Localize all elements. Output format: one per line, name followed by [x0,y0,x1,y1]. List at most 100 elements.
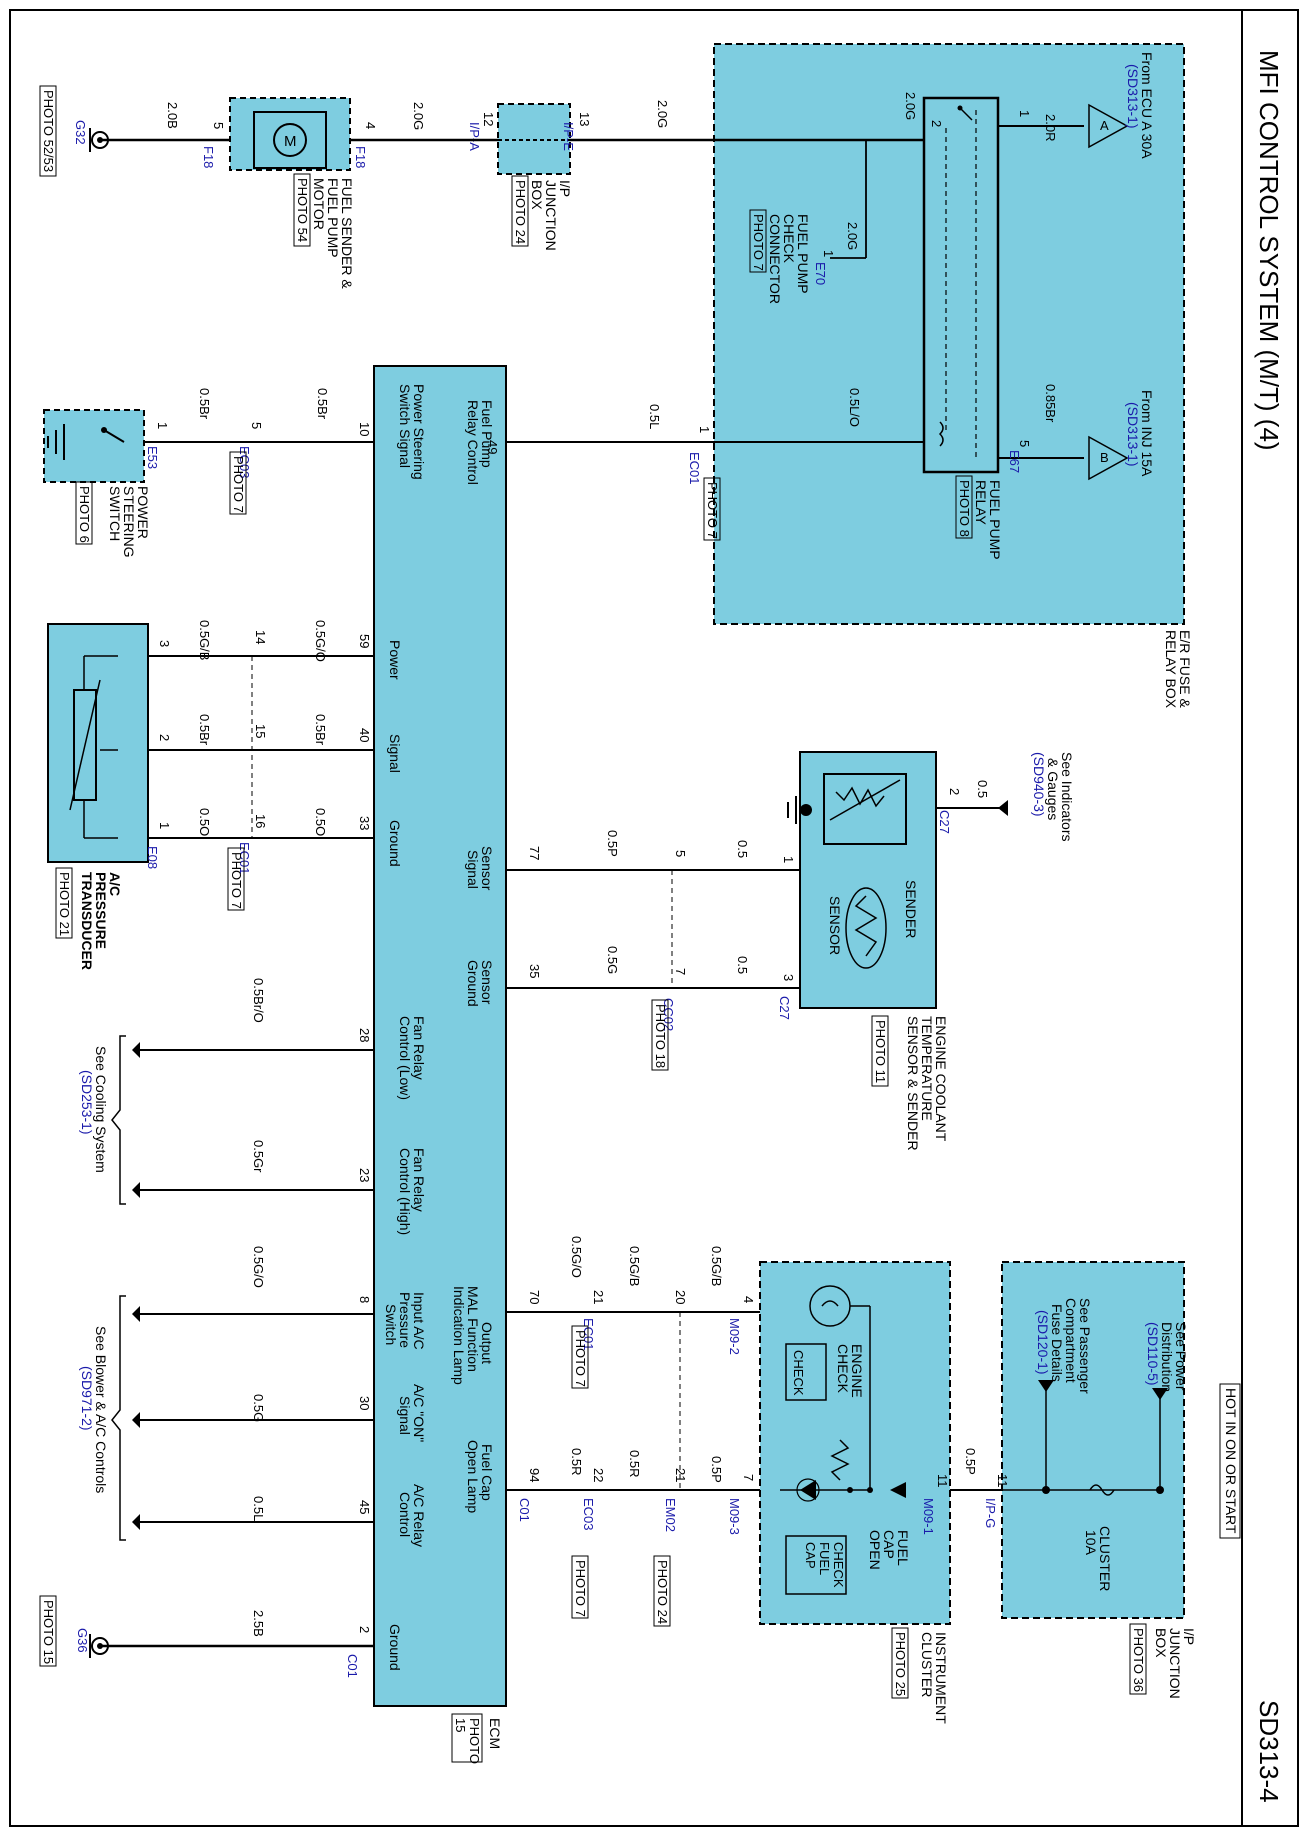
wire-label: 0.5P [709,1456,724,1483]
fuel-cap-led-icon [800,1480,816,1500]
pin-label: 5 [673,850,688,857]
em02-photo: PHOTO 24 [653,1555,671,1627]
pin-label: 77 [527,846,542,860]
svg-text:Ground: Ground [387,1624,403,1671]
svg-text:FUEL PUMP: FUEL PUMP [795,214,811,294]
ecm-label-59: Power [387,640,403,680]
pin-label: 1 [155,422,170,429]
wire-label: 0.5L/O [847,388,862,427]
svg-text:PHOTO 21: PHOTO 21 [57,872,72,936]
svg-text:STEERING: STEERING [121,486,137,558]
check-icon-text: CHECK [791,1350,806,1396]
ip-junction-bottom-photo: PHOTO 36 [1129,1623,1147,1695]
wire-label: 0.5 [975,780,990,798]
svg-text:Power Steering: Power Steering [411,384,427,480]
pin-label: 30 [357,1396,372,1410]
cooling-brace [111,1035,126,1205]
fuel-motor-label: FUEL SENDER & FUEL PUMP MOTOR PHOTO 54 [293,173,355,289]
svg-text:Switch Signal: Switch Signal [397,384,413,468]
ecm-label-49: Fuel Pump Relay Control [465,400,495,485]
pin-label: 7 [741,1474,756,1481]
svg-text:ENGINE: ENGINE [849,1344,865,1398]
wire-label: 0.5P [963,1448,978,1475]
coolant-photo: PHOTO 11 [871,1015,889,1087]
svg-text:(SD313-1): (SD313-1) [1125,402,1141,467]
diode-icon [890,1482,906,1498]
pin-label: 1 [697,426,712,433]
svg-text:PHOTO 11: PHOTO 11 [873,1020,888,1083]
svg-text:& Gauges: & Gauges [1045,758,1061,820]
cc02-photo: PHOTO 18 [651,999,669,1071]
svg-text:I/P: I/P [557,180,573,197]
pin-label: 10 [357,422,372,436]
svg-text:Sensor: Sensor [479,960,495,1005]
svg-text:PHOTO: PHOTO [467,1718,482,1764]
pin-label: 1 [781,856,796,863]
ecm-label-70: Output MAL Function Indication Lamp [451,1286,495,1385]
pin-label: 3 [781,974,796,981]
svg-text:CLUSTER: CLUSTER [919,1632,935,1697]
wire-label: 0.5Br [315,388,330,420]
ground-g32-label: G32 [73,120,88,145]
svg-text:Signal: Signal [397,1396,413,1435]
svg-text:10A: 10A [1083,1530,1099,1556]
transducer-icon [73,689,97,801]
svg-text:CAP: CAP [881,1530,897,1559]
wire-label: 2.0B [165,102,180,129]
wire-label: 0.5R [569,1448,584,1475]
svg-text:PHOTO 7: PHOTO 7 [231,456,246,513]
conn-label: M09-3 [727,1498,742,1535]
engine-check-label: ENGINE CHECK [835,1344,865,1398]
svg-text:CONNECTOR: CONNECTOR [767,214,783,304]
svg-text:Indication Lamp: Indication Lamp [451,1286,467,1385]
conn-label: EC03 [237,446,252,479]
pin-label: 1 [821,250,836,257]
wire-label: 0.5P [605,830,620,857]
pin-label: 70 [527,1290,542,1304]
svg-text:Fan Relay: Fan Relay [411,1148,427,1212]
sender-icon [823,773,907,845]
wire-label: 0.5G/O [313,620,328,662]
wire-label: 0.5G/B [197,620,212,660]
pin-label: 4 [363,122,378,129]
wire-label: 2.5B [251,1610,266,1637]
source-a-label: From ECU A 30A (SD313-1) [1125,52,1155,159]
svg-text:PHOTO 7: PHOTO 7 [229,852,244,909]
ground-icon [91,1637,109,1655]
svg-text:SENSOR: SENSOR [827,896,843,955]
passenger-fuse-ref: See Passenger Compartment Fuse Details (… [1035,1298,1093,1394]
pin-label: 2 [929,120,944,127]
fuel-pump-relay-label: FUEL PUMP RELAY PHOTO 8 [955,475,1003,560]
cluster-label: INSTRUMENT CLUSTER [919,1632,949,1724]
svg-text:Control: Control [397,1492,413,1537]
source-b-letter: B [1100,450,1109,465]
pin-label: 4 [741,1296,756,1303]
ecm-label-94: Fuel Cap Open Lamp [465,1440,495,1513]
svg-text:TRANSDUCER: TRANSDUCER [79,872,95,970]
svg-text:Open Lamp: Open Lamp [465,1440,481,1513]
wire-label: 0.5G/B [709,1246,724,1286]
ecm-label-33: Ground [387,820,403,867]
svg-text:JUNCTION: JUNCTION [543,180,559,251]
ip-junction-top-label: I/P JUNCTION BOX PHOTO 24 [511,175,573,251]
sender-label: SENDER [903,880,919,938]
svg-text:Distribution: Distribution [1159,1322,1175,1392]
svg-text:Signal: Signal [465,850,481,889]
conn-label: C27 [937,810,952,834]
svg-text:PHOTO 54: PHOTO 54 [295,178,310,242]
conn-label: E70 [813,262,828,285]
svg-text:FUEL SENDER &: FUEL SENDER & [339,178,355,289]
svg-text:PHOTO 7: PHOTO 7 [751,214,766,271]
svg-text:I/P: I/P [1181,1628,1197,1645]
wire-label: 0.5O [313,808,328,836]
ac-transducer-photo: PHOTO 21 [55,867,73,939]
svg-text:(SD313-1): (SD313-1) [1125,64,1141,129]
wire-label: 0.5G/O [251,1246,266,1288]
ec01-ac-photo: PHOTO 7 [227,847,245,911]
svg-text:POWER: POWER [135,486,151,539]
svg-text:15: 15 [453,1718,468,1732]
source-b-icon [1088,435,1129,481]
ecm-label-45: A/C Relay Control [397,1484,427,1547]
motor-icon [273,123,307,157]
pin-label: 14 [253,630,268,644]
